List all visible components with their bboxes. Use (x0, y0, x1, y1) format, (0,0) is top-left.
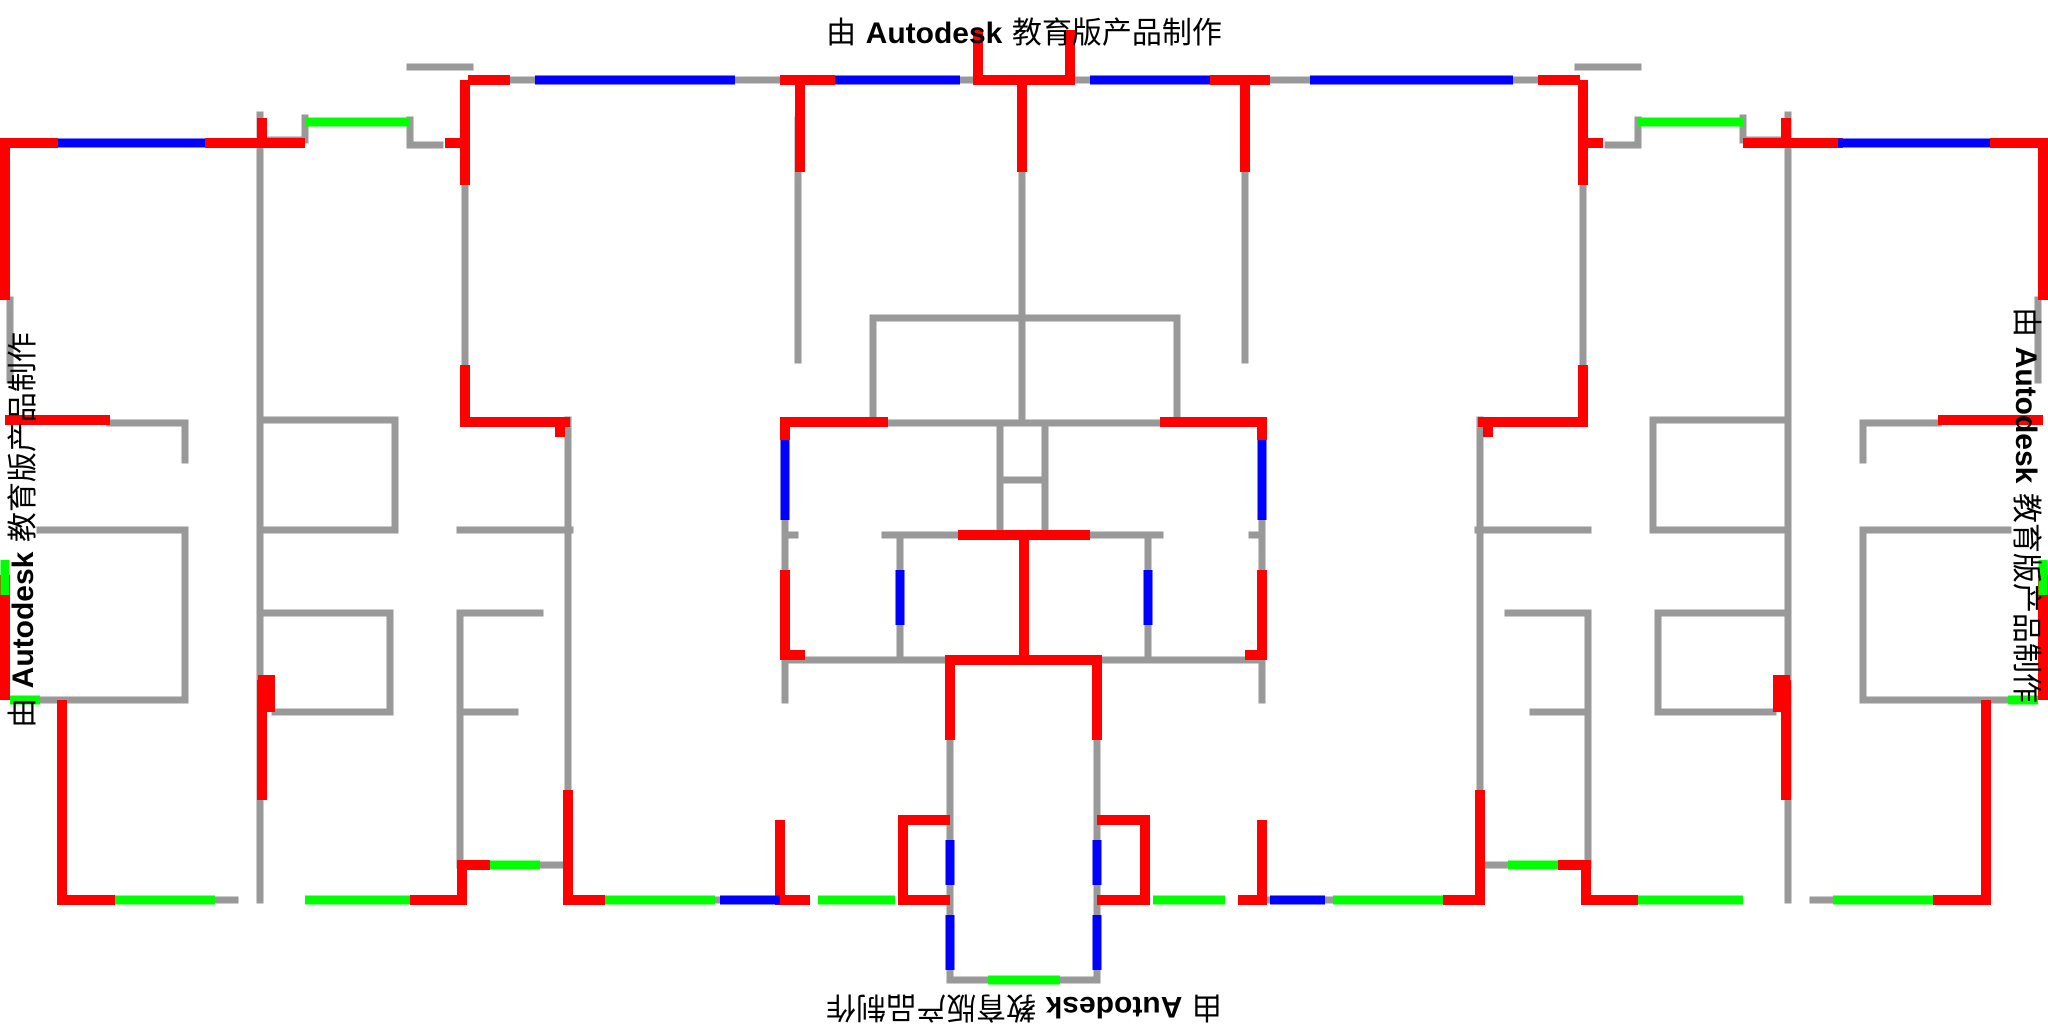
watermark-top: 由 Autodesk 教育版产品制作 (826, 16, 1222, 51)
watermark-right: 由 Autodesk 教育版产品制作 (2008, 307, 2043, 703)
door-windows (0, 117, 2048, 985)
watermark-left: 由 Autodesk 教育版产品制作 (6, 332, 41, 728)
structural-walls (0, 30, 2048, 905)
watermark-bottom: 由 Autodesk 教育版产品制作 (826, 989, 1222, 1024)
interior-walls (6, 63, 2042, 984)
windows (58, 75, 1990, 970)
